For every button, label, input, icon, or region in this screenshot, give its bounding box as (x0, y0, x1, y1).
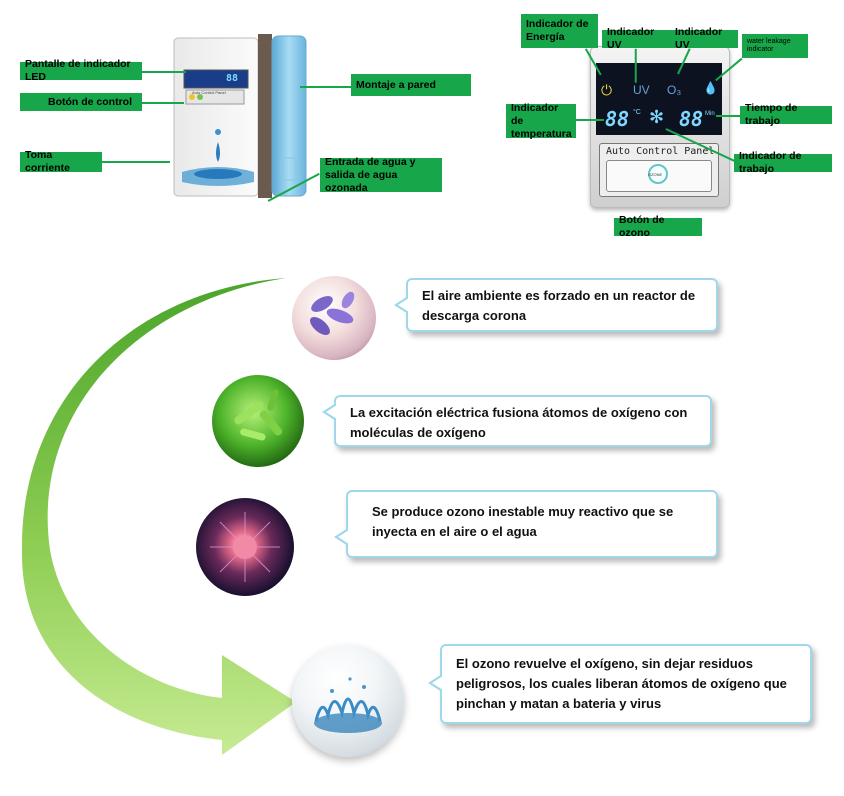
energy-indicator-label: Indicador de Energía (521, 14, 598, 48)
power-icon: ⏻ (601, 82, 613, 98)
water-leakage-label: water leakage indicator (742, 34, 808, 58)
water-splash-sphere-icon (292, 645, 404, 757)
process-flow-arrow (21, 278, 296, 755)
step-4-bubble: El ozono revuelve el oxígeno, sin dejar … (428, 644, 812, 724)
ozone-button-label: OZONE (648, 172, 663, 177)
led-display-leader (142, 71, 186, 73)
work-time-label: Tiempo de trabajo (740, 102, 832, 127)
step-2-bubble: La excitación eléctrica fusiona átomos d… (322, 395, 712, 447)
water-drop-icon: 💧 (703, 81, 718, 95)
bacteria-sphere-icon (292, 276, 376, 360)
wall-mount-label: Montaje a pared (351, 74, 471, 96)
temperature-indicator-label: Indicador de temperatura (506, 102, 576, 140)
ozone-button[interactable]: OZONE (648, 164, 668, 184)
panel-o3-text: O₃ (667, 83, 682, 97)
wall-mount-leader (300, 86, 352, 88)
water-io-label: Entrada de agua y salida de agua ozonada (320, 156, 442, 194)
panel-temp-digits: 88 (605, 107, 630, 131)
ozone-button-caption: Botón de ozono (614, 214, 702, 239)
panel-lower-area: Auto Control Panel OZONE (599, 143, 719, 197)
uv-indicator-label-1: Indicador UV (602, 26, 670, 51)
panel-uv-text: UV (633, 83, 650, 97)
work-time-leader (716, 115, 740, 117)
step-1-text: El aire ambiente es forzado en un reacto… (422, 288, 696, 323)
uv-indicator-label-2: Indicador UV (670, 26, 738, 51)
uv-leader-1 (635, 48, 637, 83)
step-4-text: El ozono revuelve el oxígeno, sin dejar … (456, 656, 787, 711)
ozone-generator-device: 88 Auto Control Panel (172, 32, 310, 202)
virus-sphere-icon (196, 498, 294, 596)
step-3-bubble: Se produce ozono inestable muy reactivo … (334, 490, 718, 558)
panel-time-unit: Min (705, 111, 715, 117)
panel-screen (596, 63, 722, 135)
power-outlet-leader (102, 161, 170, 163)
power-outlet-label: Toma corriente (20, 149, 102, 174)
work-indicator-label: Indicador de trabajo (734, 150, 832, 175)
control-button-label: Botón de control (20, 93, 142, 111)
bacillus-sphere-icon (212, 375, 304, 467)
step-3-text: Se produce ozono inestable muy reactivo … (372, 504, 674, 539)
step-2-text: La excitación eléctrica fusiona átomos d… (350, 405, 688, 440)
control-button-leader (142, 102, 184, 104)
panel-temp-unit: °C (633, 109, 641, 116)
step-1-bubble: El aire ambiente es forzado en un reacto… (394, 278, 718, 332)
panel-title: Auto Control Panel (606, 146, 715, 157)
temperature-leader (576, 119, 604, 121)
led-display-label: Pantalle de indicador LED (20, 58, 142, 83)
device-display-digits: 88 (226, 73, 239, 84)
fan-icon: ✻ (649, 107, 665, 127)
control-panel: ⏻ UV O₃ 💧 88 °C ✻ 88 Min Auto Control Pa… (590, 46, 730, 208)
device-display-caption: Auto Control Panel (192, 90, 226, 95)
panel-time-digits: 88 (679, 107, 704, 131)
